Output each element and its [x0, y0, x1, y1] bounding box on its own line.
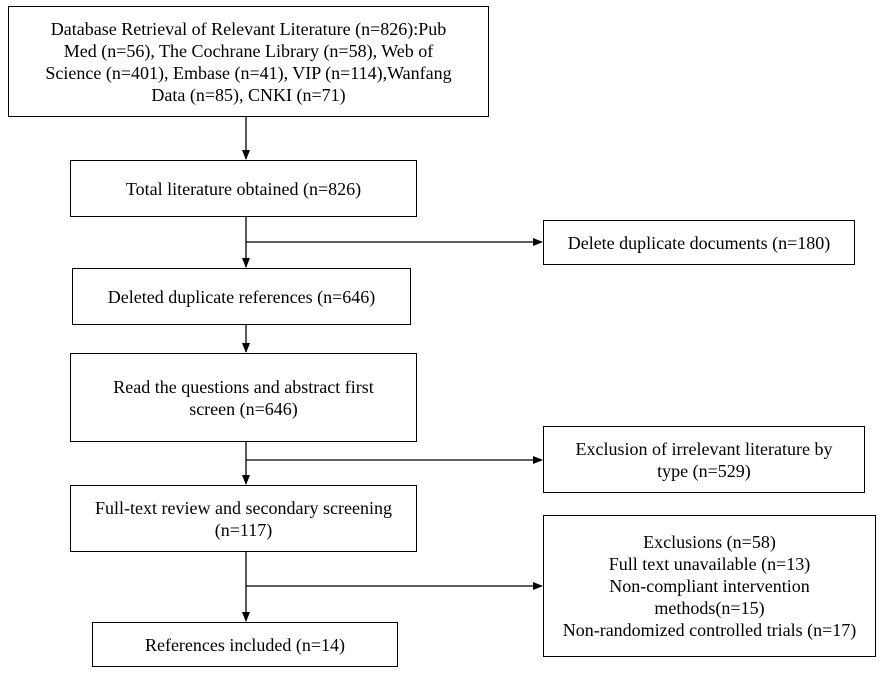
- read-abstract-screen-box: Read the questions and abstract first sc…: [70, 353, 417, 442]
- read-line-1: Read the questions and abstract first: [113, 376, 374, 397]
- duplicate-line-1: Delete duplicate documents (n=180): [567, 232, 831, 253]
- retrieval-line-2: Med (n=56), The Cochrane Library (n=58),…: [63, 40, 434, 61]
- deleted-duplicate-references-box: Deleted duplicate references (n=646): [72, 268, 411, 325]
- exclusions-box: Exclusions (n=58) Full text unavailable …: [543, 515, 876, 657]
- total-line-1: Total literature obtained (n=826): [125, 178, 362, 199]
- exclusions-line-1: Exclusions (n=58): [643, 532, 776, 552]
- exclusions-line-4: methods(n=15): [654, 598, 765, 618]
- full-text-review-box: Full-text review and secondary screening…: [70, 485, 417, 552]
- exclusion-irrelevant-box: Exclusion of irrelevant literature by ty…: [543, 426, 865, 493]
- read-line-2: screen (n=646): [189, 398, 298, 419]
- retrieval-line-3: Science (n=401), Embase (n=41), VIP (n=1…: [45, 62, 452, 83]
- fulltext-line-2: (n=117): [214, 519, 273, 540]
- irrelevant-line-1: Exclusion of irrelevant literature by: [575, 438, 833, 459]
- irrelevant-line-2: type (n=529): [657, 460, 751, 481]
- retrieval-line-4: Data (n=85), CNKI (n=71): [151, 84, 346, 105]
- retrieval-line-1: Database Retrieval of Relevant Literatur…: [50, 18, 447, 39]
- included-line-1: References included (n=14): [144, 634, 346, 655]
- total-literature-box: Total literature obtained (n=826): [70, 160, 417, 217]
- delete-duplicate-box: Delete duplicate documents (n=180): [543, 220, 855, 265]
- fulltext-line-1: Full-text review and secondary screening: [95, 497, 392, 518]
- database-retrieval-box: Database Retrieval of Relevant Literatur…: [8, 6, 489, 117]
- exclusions-line-3: Non-compliant intervention: [609, 576, 810, 596]
- exclusions-line-5: Non-randomized controlled trials (n=17): [562, 620, 857, 640]
- deleted-line-1: Deleted duplicate references (n=646): [107, 286, 376, 307]
- exclusions-line-2: Full text unavailable (n=13): [608, 554, 811, 574]
- references-included-box: References included (n=14): [92, 622, 398, 667]
